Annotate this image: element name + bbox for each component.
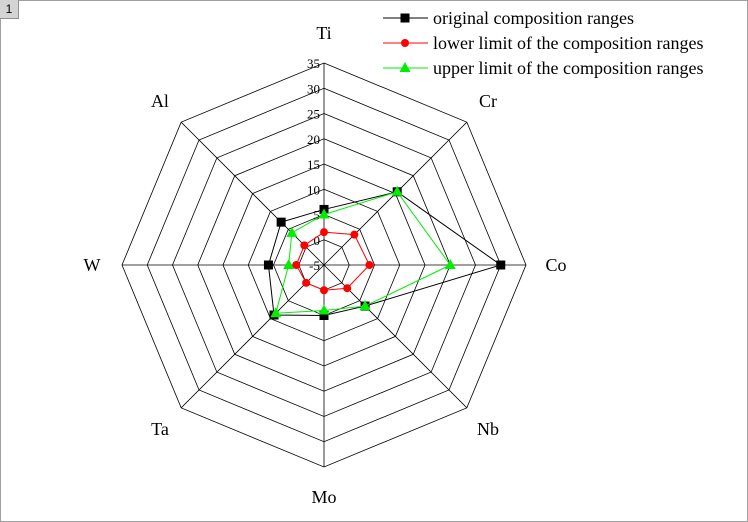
radial-tick-label: -5 xyxy=(309,258,320,273)
data-point xyxy=(318,304,330,315)
series-group xyxy=(292,228,374,295)
legend: original composition ranges lower limit o… xyxy=(383,8,703,78)
axis-label: Co xyxy=(545,255,566,275)
axis-label: Nb xyxy=(477,419,499,439)
data-point xyxy=(359,300,371,311)
legend-marker xyxy=(401,39,409,47)
series-group xyxy=(270,185,456,318)
data-point xyxy=(444,259,456,269)
radial-tick-label: 15 xyxy=(307,157,320,172)
legend-label: lower limit of the composition ranges xyxy=(433,33,703,53)
radial-tick-label: 20 xyxy=(307,132,320,147)
radar-grid xyxy=(121,62,527,468)
data-point xyxy=(300,241,309,250)
data-point xyxy=(496,260,506,270)
data-point xyxy=(391,185,403,196)
data-point xyxy=(286,226,298,237)
data-point xyxy=(263,260,273,270)
legend-label: original composition ranges xyxy=(433,8,634,28)
series-group xyxy=(263,187,506,320)
legend-marker xyxy=(400,13,410,23)
radial-tick-label: 25 xyxy=(307,107,320,122)
data-point xyxy=(350,230,359,239)
radial-tick-label: 10 xyxy=(307,182,320,197)
axis-label: Al xyxy=(151,91,169,111)
axis-label: Cr xyxy=(479,91,497,111)
axis-label: Mo xyxy=(311,487,336,507)
data-point xyxy=(270,307,282,318)
data-point xyxy=(365,261,374,269)
radial-tick-label: 5 xyxy=(314,208,321,223)
data-point xyxy=(302,278,311,287)
page-number-badge: 1 xyxy=(0,0,19,19)
radial-tick-label: 0 xyxy=(314,233,321,248)
grid-spoke xyxy=(180,121,325,266)
legend-label: upper limit of the composition ranges xyxy=(433,58,703,78)
grid-spoke xyxy=(180,264,325,409)
radial-tick-label: 30 xyxy=(307,81,320,96)
radial-tick-labels: -5 0 5 10 15 20 25 30 35 xyxy=(307,56,320,273)
data-point xyxy=(343,284,352,293)
data-point xyxy=(320,286,328,295)
data-point xyxy=(283,259,295,269)
data-point xyxy=(292,261,301,269)
data-point xyxy=(276,217,286,227)
data-point xyxy=(320,228,328,237)
legend-marker xyxy=(399,62,411,72)
axis-label: Ta xyxy=(151,419,169,439)
radial-tick-label: 35 xyxy=(307,56,320,71)
axis-label: W xyxy=(84,255,101,275)
data-series xyxy=(263,185,506,320)
data-point xyxy=(318,208,330,219)
axis-label: Ti xyxy=(316,23,331,43)
data-point xyxy=(319,311,329,320)
